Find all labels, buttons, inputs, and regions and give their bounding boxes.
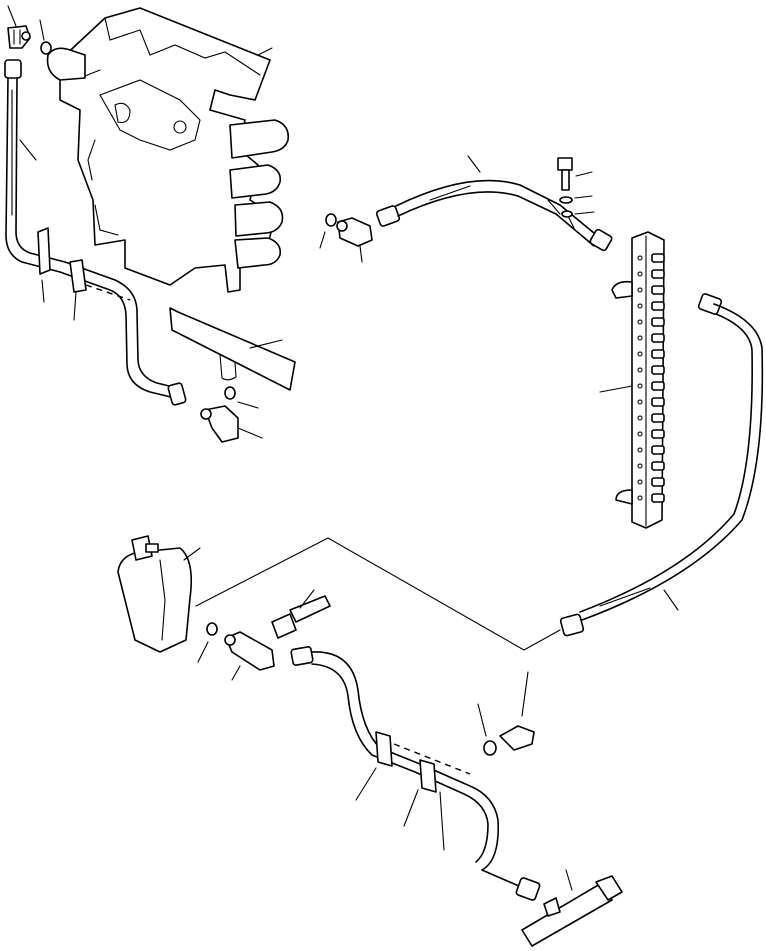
leader-line [39,19,45,41]
reference-line [195,537,561,651]
bottom-tube-fitting [521,875,623,947]
leader-line [467,155,481,173]
manifold-ports [637,253,665,503]
manifold-hole [637,287,643,293]
lower-bolt [499,725,535,751]
mid-elbow-fitting [336,217,373,247]
leader-line [7,5,17,27]
manifold-port [651,269,665,279]
manifold-hole [637,255,643,261]
pump-body [117,535,193,653]
manifold-hole [637,303,643,309]
leader-line [663,589,679,611]
leader-line [574,195,593,199]
control-valve-block [46,7,290,293]
leader-line [574,211,595,215]
leader-line [439,791,445,851]
leader-line [257,47,273,56]
manifold-hole [637,271,643,277]
leader-line [299,589,315,609]
leader-line [403,789,419,827]
manifold-port [651,493,665,503]
hose-clamp [419,759,437,793]
hidden-line [393,743,471,775]
upper-arched-hose [375,179,613,252]
leader-line [575,171,593,177]
leader-line [41,279,45,303]
manifold-port [651,349,665,359]
manifold-port [651,429,665,439]
manifold-hole [637,335,643,341]
leader-line [355,767,377,801]
manifold-port [651,413,665,423]
lower-s-hose [290,646,541,901]
manifold-port [651,333,665,343]
manifold-port [651,301,665,311]
mounting-bolt [557,157,573,218]
top-elbow-fitting [7,25,31,49]
leader-line [477,703,487,737]
manifold-hole [637,367,643,373]
leader-line [231,665,241,681]
hose-clamp [37,227,51,275]
manifold-hole [637,351,643,357]
o-ring-lower [224,386,236,400]
manifold-port [651,317,665,327]
manifold-hole [637,463,643,469]
lower-elbow-fitting [200,405,239,443]
o-ring-top [40,41,52,55]
manifold-port [651,397,665,407]
leader-line [237,401,259,409]
leader-line [359,245,363,263]
hidden-line [85,284,131,301]
manifold-hole [637,479,643,485]
frame-bar [169,307,296,391]
leader-line [521,671,529,717]
manifold-hole [637,319,643,325]
leader-line [197,641,209,663]
manifold-port [651,445,665,455]
manifold-hole [637,447,643,453]
right-long-hose [559,293,764,637]
leader-line [565,869,573,891]
o-ring-mid [325,213,337,227]
manifold-port [651,285,665,295]
pump-elbow-fitting [224,631,275,671]
manifold-hole [637,431,643,437]
straight-adapter [271,595,331,639]
leader-line [19,139,37,161]
leader-line [237,427,263,439]
hose-clamp [69,259,87,293]
leader-line [73,291,77,321]
manifold-port [651,381,665,391]
manifold-port [651,365,665,375]
manifold-port [651,253,665,263]
manifold-hole [637,383,643,389]
manifold-port [651,461,665,471]
manifold-port [651,477,665,487]
leader-line [183,547,201,561]
manifold-hole [637,495,643,501]
manifold-hole [637,399,643,405]
o-ring-pump [206,622,218,636]
washer-lower [483,740,497,756]
hose-clamp [375,731,393,767]
leader-line [599,385,633,393]
manifold-hole [637,415,643,421]
leader-line [319,231,326,249]
left-hydraulic-hose [4,59,187,406]
